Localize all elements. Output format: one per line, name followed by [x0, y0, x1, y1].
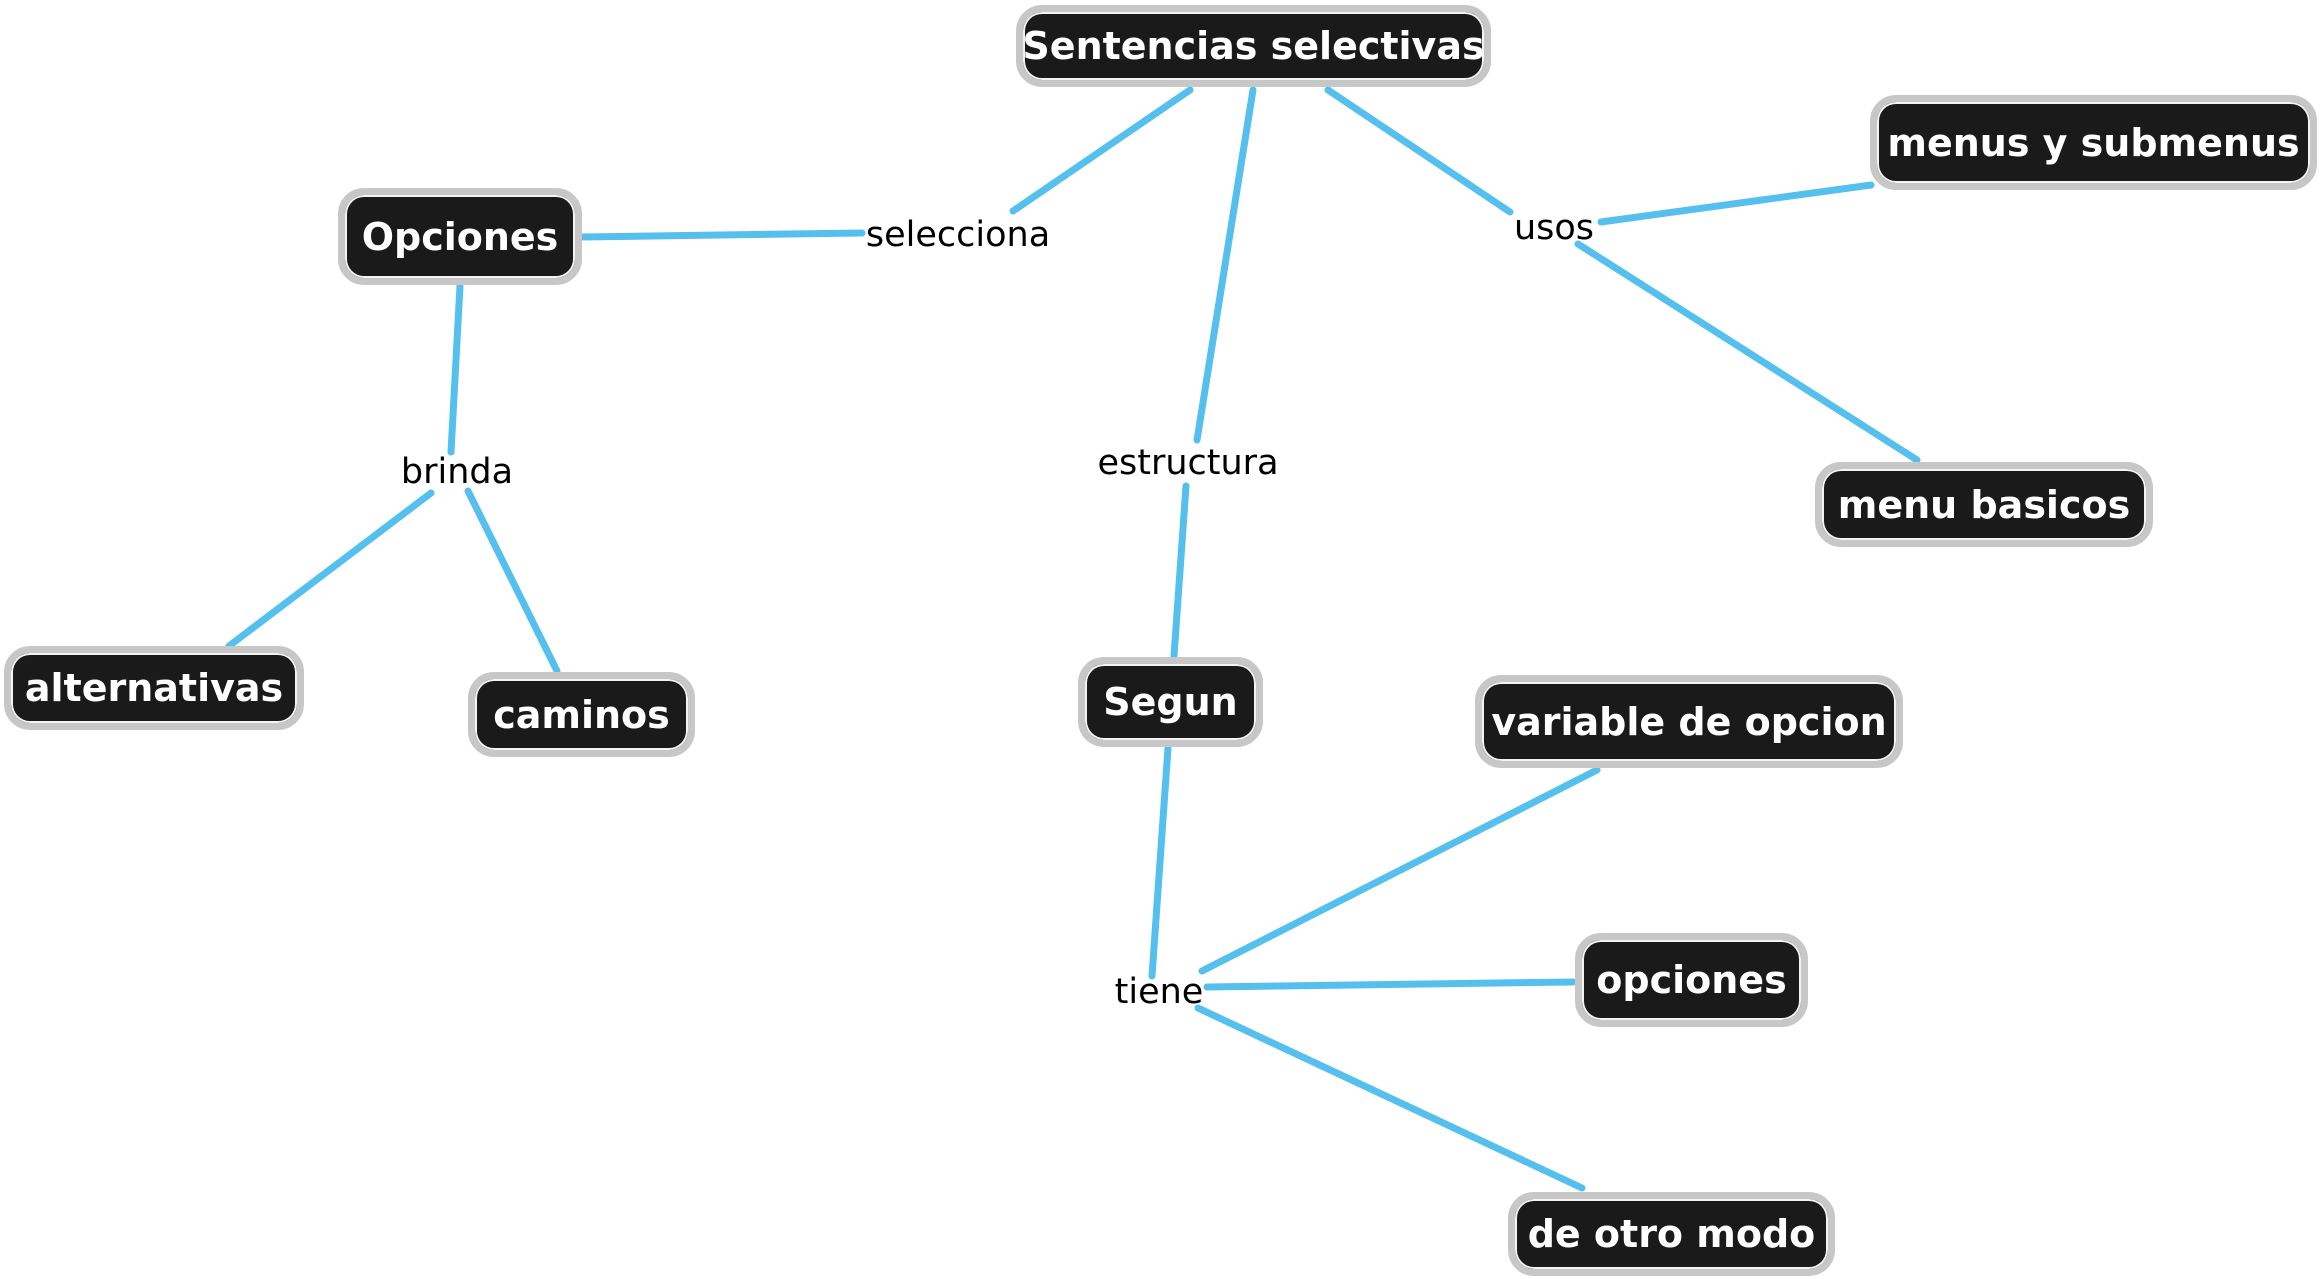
edge-sentencias-selectivas-to-estructura: [1193, 86, 1257, 444]
edge-usos-to-menus-y-submenus: [1597, 181, 1875, 226]
concept-node-opciones[interactable]: Opciones: [338, 188, 582, 285]
linking-phrase-tiene[interactable]: tiene: [1114, 972, 1204, 1012]
concept-node-de-otro-modo[interactable]: de otro modo: [1508, 1192, 1835, 1276]
concept-node-sentencias-selectivas[interactable]: Sentencias selectivas: [1016, 5, 1491, 87]
edge-usos-to-menu-basicos: [1574, 240, 1921, 464]
linking-phrase-estructura[interactable]: estructura: [1097, 443, 1279, 483]
edge-sentencias-selectivas-to-selecciona: [1009, 86, 1194, 215]
concept-node-caminos[interactable]: caminos: [468, 672, 695, 757]
linking-phrase-selecciona[interactable]: selecciona: [865, 215, 1051, 255]
edge-opciones-to-selecciona: [578, 229, 866, 241]
edge-brinda-to-caminos: [464, 487, 561, 675]
edge-tiene-to-opciones-estructura: [1203, 978, 1577, 991]
edge-estructura-to-segun: [1170, 482, 1190, 660]
edge-brinda-to-alternativas: [225, 489, 435, 650]
edge-segun-to-tiene: [1148, 744, 1172, 980]
edge-opciones-to-brinda: [447, 282, 464, 456]
concept-node-alternativas[interactable]: alternativas: [4, 646, 304, 730]
linking-phrase-usos[interactable]: usos: [1513, 208, 1595, 248]
edge-tiene-to-variable-de-opcion: [1198, 766, 1601, 975]
concept-node-opciones-estructura[interactable]: opciones: [1575, 933, 1808, 1027]
edge-tiene-to-de-otro-modo: [1194, 1004, 1586, 1192]
concept-node-menus-y-submenus[interactable]: menus y submenus: [1870, 95, 2317, 190]
concept-node-variable-de-opcion[interactable]: variable de opcion: [1475, 675, 1903, 768]
concept-node-segun[interactable]: Segun: [1078, 657, 1263, 747]
concept-node-menu-basicos[interactable]: menu basicos: [1815, 462, 2153, 547]
edge-sentencias-selectivas-to-usos: [1324, 86, 1514, 216]
linking-phrase-brinda[interactable]: brinda: [400, 452, 514, 492]
